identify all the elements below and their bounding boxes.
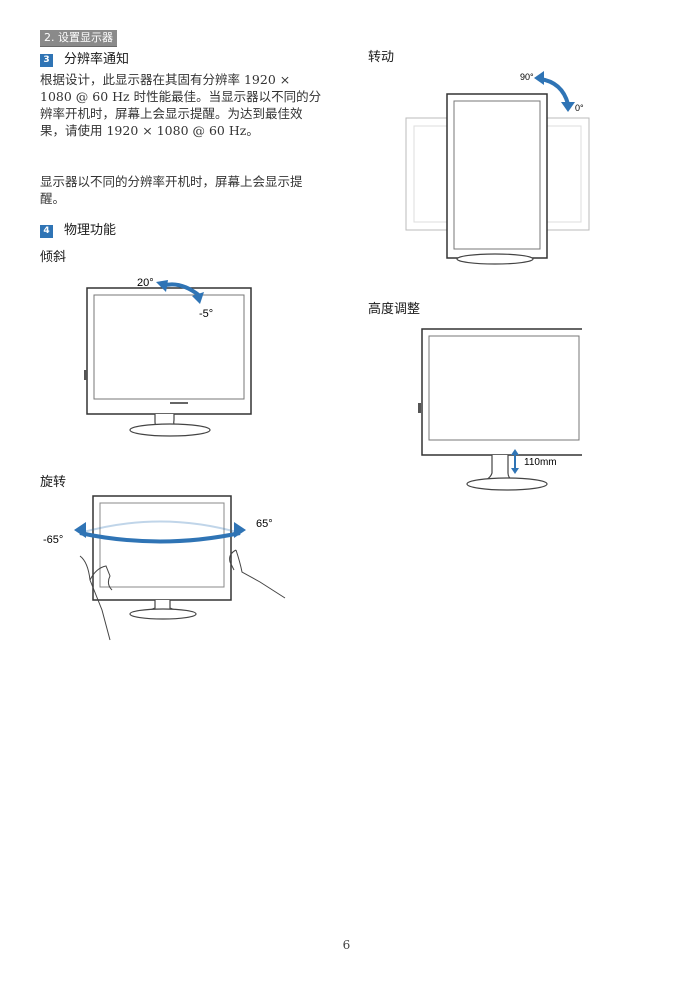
chapter-tag: 2. 设置显示器 (40, 30, 117, 47)
tilt-figure: 20° -5° (80, 270, 260, 440)
swivel-angle-left-label: -65° (43, 534, 63, 546)
section-title: 物理功能 (64, 223, 117, 238)
section-number-badge: 3 (40, 53, 53, 67)
tilt-heading: 倾斜 (40, 250, 67, 265)
height-adjust-figure: 110mm (412, 323, 582, 493)
section-resolution-heading: 3 分辨率通知 (40, 51, 129, 69)
pivot-angle-end-label: 0° (575, 103, 584, 113)
section-number-badge: 4 (40, 224, 53, 238)
resolution-paragraph-1: 根据设计，此显示器在其固有分辨率 1920 × 1080 @ 60 Hz 时性能… (40, 72, 322, 138)
swivel-heading: 旋转 (40, 475, 67, 490)
swivel-angle-right-label: 65° (256, 518, 273, 530)
pivot-angle-start-label: 90° (520, 72, 534, 82)
section-title: 分辨率通知 (64, 52, 130, 67)
pivot-heading: 转动 (368, 50, 395, 65)
swivel-figure: -65° 65° (40, 490, 300, 655)
height-heading: 高度调整 (368, 302, 421, 317)
section-physical-heading: 4 物理功能 (40, 222, 116, 240)
tilt-angle-down-label: -5° (199, 308, 213, 320)
pivot-figure: 90° 0° (400, 68, 600, 270)
tilt-angle-up-label: 20° (137, 277, 154, 289)
page-number: 6 (342, 938, 351, 952)
height-range-label: 110mm (524, 457, 557, 468)
resolution-paragraph-2: 显示器以不同的分辨率开机时，屏幕上会显示提醒。 (40, 174, 303, 206)
